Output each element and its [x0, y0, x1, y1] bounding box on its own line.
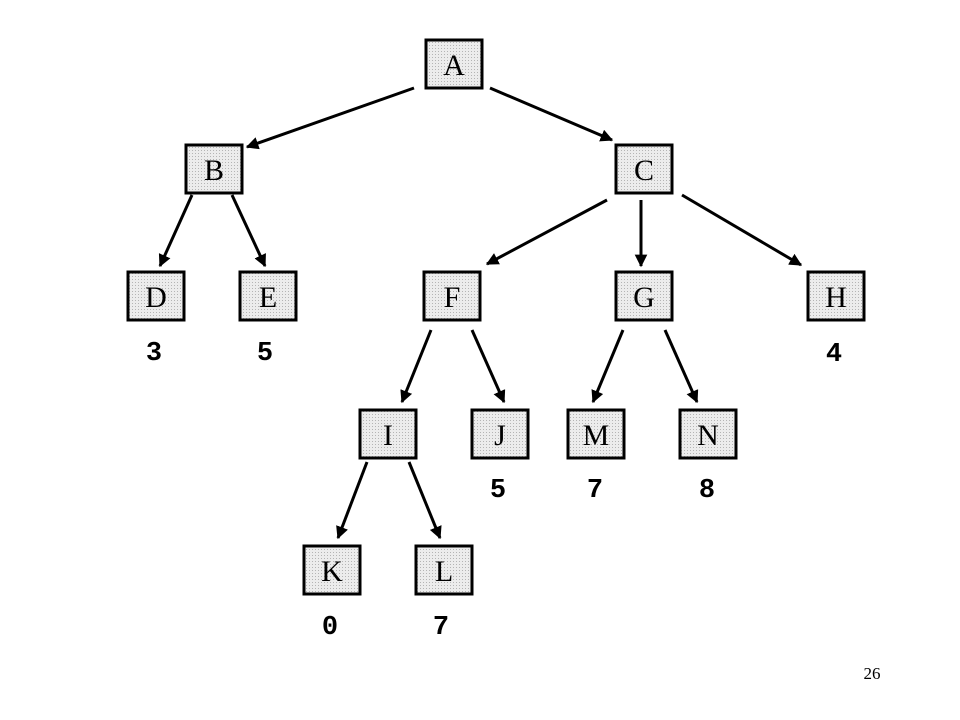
node-value-d: 3 [146, 339, 162, 369]
node-label-j: J [494, 419, 506, 452]
node-box-g [614, 270, 674, 322]
edge-b-d [158, 194, 194, 268]
node-box-n [678, 408, 738, 460]
node-label-i: I [383, 419, 393, 452]
node-n: N8 [678, 408, 738, 506]
edge-i-l [407, 461, 442, 540]
node-label-b: B [204, 154, 224, 187]
node-box-h [806, 270, 866, 322]
edge-a-c [489, 86, 614, 142]
node-c: C [614, 143, 674, 195]
node-label-n: N [697, 419, 719, 452]
node-g: G [614, 270, 674, 322]
node-h: H4 [806, 270, 866, 370]
edge-a-b [245, 86, 415, 150]
node-value-j: 5 [490, 476, 506, 506]
node-box-l [414, 544, 474, 596]
node-e: E5 [238, 270, 298, 369]
node-label-k: K [321, 555, 343, 588]
page-number: 26 [863, 664, 881, 683]
edge-i-k [336, 461, 369, 540]
edges [158, 86, 803, 540]
node-box-i [358, 408, 418, 460]
node-b: B [184, 143, 244, 195]
node-box-k [302, 544, 362, 596]
node-box-m [566, 408, 626, 460]
edge-g-m [591, 329, 625, 404]
node-box-f [422, 270, 482, 322]
edge-c-f [485, 198, 608, 266]
node-label-c: C [634, 154, 654, 187]
node-value-l: 7 [433, 613, 449, 643]
edge-b-e [230, 194, 267, 268]
node-box-e [238, 270, 298, 322]
edge-c-h [681, 193, 803, 267]
node-i: I [358, 408, 418, 460]
node-box-j [470, 408, 530, 460]
edge-g-n [663, 329, 699, 404]
node-label-e: E [259, 281, 277, 314]
node-box-a [424, 38, 484, 90]
node-box-b [184, 143, 244, 195]
node-value-m: 7 [587, 476, 603, 506]
edge-f-i [400, 329, 433, 404]
node-box-c [614, 143, 674, 195]
node-value-n: 8 [699, 476, 715, 506]
node-label-h: H [825, 281, 847, 314]
node-d: D3 [126, 270, 186, 369]
node-j: J5 [470, 408, 530, 506]
node-k: K0 [302, 544, 362, 643]
node-box-d [126, 270, 186, 322]
node-value-e: 5 [257, 339, 273, 369]
node-value-k: 0 [322, 613, 338, 643]
node-label-f: F [444, 281, 461, 314]
node-label-m: M [583, 419, 610, 452]
node-label-d: D [145, 281, 167, 314]
node-value-h: 4 [826, 340, 842, 370]
node-f: F [422, 270, 482, 322]
node-label-l: L [435, 555, 453, 588]
node-label-a: A [443, 49, 465, 82]
node-m: M7 [566, 408, 626, 506]
node-label-g: G [633, 281, 655, 314]
node-a: A [424, 38, 484, 90]
edge-f-j [470, 329, 506, 404]
node-l: L7 [414, 544, 474, 643]
